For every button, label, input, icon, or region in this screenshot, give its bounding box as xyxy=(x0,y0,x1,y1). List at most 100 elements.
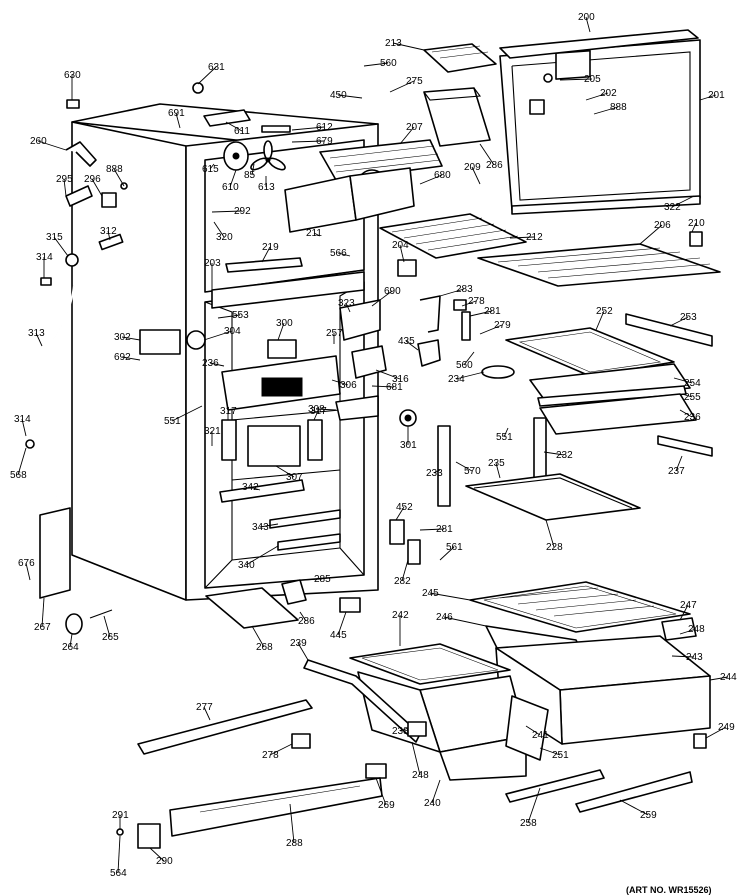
part-label: 286 xyxy=(298,616,315,627)
leader-line xyxy=(289,803,295,844)
leader-line xyxy=(673,377,693,384)
leader-line xyxy=(419,174,443,185)
part-label: 258 xyxy=(520,818,537,829)
part-label: 205 xyxy=(584,74,601,85)
leader-line xyxy=(299,578,323,581)
part-label: 252 xyxy=(596,306,613,317)
part-label: 202 xyxy=(600,88,617,99)
part-label: 302 xyxy=(114,332,131,343)
leader-line xyxy=(503,427,509,438)
leader-line xyxy=(171,405,203,422)
bottom-components xyxy=(65,579,707,849)
leader-line xyxy=(463,351,475,366)
leader-line xyxy=(699,94,717,101)
part-label: 209 xyxy=(464,162,481,173)
leader-line xyxy=(455,371,485,380)
part-label: 317 xyxy=(310,406,327,417)
part-label: 259 xyxy=(640,810,657,821)
leader-line xyxy=(392,42,425,51)
leader-line xyxy=(395,506,405,521)
leader-line xyxy=(117,835,121,874)
part-label: 560 xyxy=(456,360,473,371)
control-components xyxy=(139,295,515,551)
part-label: 219 xyxy=(262,242,279,253)
part-label: 445 xyxy=(330,630,347,641)
leader-line xyxy=(455,461,473,472)
part-label: 248 xyxy=(412,770,429,781)
part-label: 316 xyxy=(392,374,409,385)
part-label: 566 xyxy=(330,248,347,259)
leader-line xyxy=(63,178,67,197)
part-label: 239 xyxy=(290,638,307,649)
leader-line xyxy=(337,252,351,257)
part-label: 251 xyxy=(552,750,569,761)
part-label: 236 xyxy=(684,412,701,423)
leader-line xyxy=(679,628,697,635)
leader-line xyxy=(411,741,421,776)
leader-line xyxy=(679,409,693,418)
part-label: 281 xyxy=(484,306,501,317)
leader-line xyxy=(675,455,683,472)
leader-line xyxy=(375,777,387,806)
leader-line xyxy=(229,169,237,188)
leader-line xyxy=(213,221,225,238)
part-label: 450 xyxy=(330,90,347,101)
part-label: 201 xyxy=(708,90,725,101)
leader-line xyxy=(345,302,351,313)
leader-line xyxy=(35,332,43,347)
door-top-cap xyxy=(499,29,699,59)
leader-line xyxy=(313,232,321,237)
leader-line xyxy=(439,546,455,561)
part-label: 277 xyxy=(196,702,213,713)
leader-line xyxy=(671,195,695,208)
leader-line xyxy=(203,330,233,341)
part-label: 314 xyxy=(36,252,53,263)
leader-line xyxy=(559,78,593,81)
part-label: 249 xyxy=(718,722,735,733)
part-label: 312 xyxy=(100,226,117,237)
part-label: 679 xyxy=(316,136,333,147)
part-label: 85 xyxy=(244,170,256,181)
part-label: 888 xyxy=(106,164,123,175)
leader-line xyxy=(25,562,31,581)
leader-line xyxy=(245,545,279,566)
part-label: 295 xyxy=(56,174,73,185)
part-label: 206 xyxy=(654,220,671,231)
part-label: 254 xyxy=(684,378,701,389)
part-label: 232 xyxy=(556,450,573,461)
part-label: 611 xyxy=(234,126,250,137)
part-label: 291 xyxy=(112,810,129,821)
part-label: 203 xyxy=(204,258,221,269)
part-label: 323 xyxy=(338,298,355,309)
part-label: 245 xyxy=(422,588,439,599)
leader-line xyxy=(299,611,307,622)
leader-line xyxy=(545,519,555,548)
part-label: 321 xyxy=(204,426,221,437)
part-label: 570 xyxy=(464,466,481,477)
part-label: 631 xyxy=(208,62,225,73)
part-label: 564 xyxy=(110,868,127,879)
part-label: 235 xyxy=(488,458,505,469)
part-label: 560 xyxy=(380,58,397,69)
part-label: 301 xyxy=(400,440,417,451)
leader-line xyxy=(429,592,471,601)
fresh-food-shelves xyxy=(389,313,713,565)
part-label: 615 xyxy=(202,164,219,175)
leader-line xyxy=(399,727,409,732)
leader-line xyxy=(41,597,45,628)
leader-line xyxy=(251,163,255,176)
leader-line xyxy=(209,163,215,170)
part-label: 242 xyxy=(392,610,409,621)
leader-line xyxy=(527,787,541,824)
leader-line xyxy=(509,236,535,239)
part-label: 234 xyxy=(448,374,465,385)
leader-line xyxy=(375,369,401,380)
part-label: 343 xyxy=(252,522,269,533)
part-label: 246 xyxy=(436,612,453,623)
part-label: 244 xyxy=(720,672,737,683)
leader-line xyxy=(121,336,141,341)
part-label: 315 xyxy=(46,232,63,243)
part-label: 296 xyxy=(84,174,101,185)
leader-line xyxy=(399,126,415,145)
part-label: 307 xyxy=(286,472,303,483)
